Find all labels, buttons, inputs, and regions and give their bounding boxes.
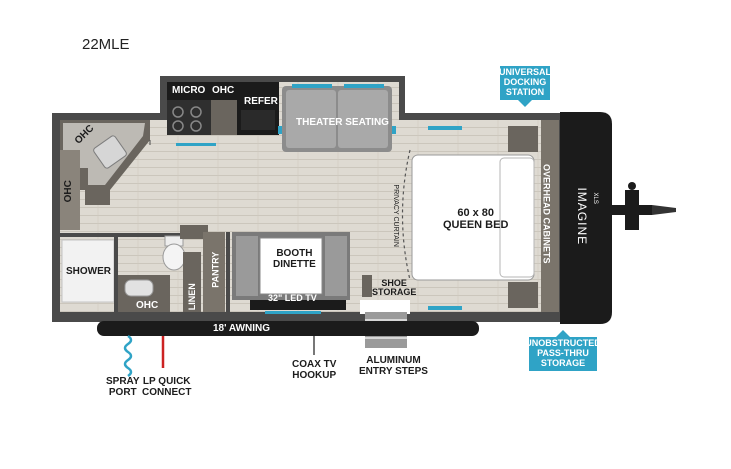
- rear-ohc-block: [60, 150, 80, 230]
- model-name: 22MLE: [82, 36, 130, 53]
- window: [176, 143, 216, 146]
- label-awning: 18' AWNING: [213, 323, 271, 334]
- label-refer: REFER: [244, 96, 278, 107]
- badge-unobstructed-pass-thru-storage: UNOBSTRUCTED PASS-THRU STORAGE: [525, 330, 601, 371]
- window: [428, 126, 462, 130]
- sink: [93, 135, 127, 169]
- label-coax-tv-hookup: COAX TV HOOKUP: [292, 359, 337, 381]
- awning: [97, 321, 479, 336]
- brand-logo: IMAGINE: [575, 187, 590, 246]
- ohc-kitchen-block: [211, 82, 237, 100]
- label-ohc-bath: OHC: [136, 300, 159, 311]
- label-aluminum-entry-steps: ALUMINUM ENTRY STEPS: [359, 355, 428, 377]
- label-theater-seating: THEATER SEATING: [296, 117, 389, 128]
- front-cap: [560, 112, 612, 324]
- label-ohc-side: OHC: [62, 180, 74, 203]
- label-micro: MICRO: [172, 85, 206, 96]
- nightstand-top: [508, 126, 538, 152]
- linen-cabinet: [183, 252, 201, 312]
- label-privacy-curtain: PRIVACY CURTAIN: [391, 184, 399, 247]
- shoe-storage: [362, 275, 372, 297]
- overhead-cabinet-strip: [541, 120, 559, 312]
- label-pantry: PANTRY: [210, 251, 221, 288]
- privacy-curtain: [401, 149, 411, 281]
- nightstand-bottom: [508, 282, 538, 308]
- hitch-icon: [612, 182, 676, 230]
- label-shoe-storage: SHOE STORAGE: [372, 278, 417, 298]
- label-linen: LINEN: [186, 283, 197, 311]
- label-overhead-cabinets: OVERHEAD CABINETS: [541, 163, 552, 264]
- toilet-icon: [162, 235, 186, 271]
- label-led-tv: 32" LED TV: [268, 293, 317, 303]
- stove: [167, 100, 211, 135]
- shower-stall: [61, 239, 115, 303]
- queen-bed: [411, 154, 535, 281]
- theater-seating: [278, 84, 396, 152]
- brand-sub: XLS: [591, 192, 598, 204]
- badge-universal-docking-station: UNIVERSAL DOCKING STATION: [499, 66, 551, 107]
- spray-port-hose: [123, 334, 133, 378]
- label-ohc-kitchen: OHC: [212, 85, 235, 96]
- window: [428, 306, 462, 310]
- label-spray-port: SPRAY PORT: [106, 376, 140, 398]
- label-shower: SHOWER: [66, 266, 111, 277]
- entry-door: [360, 300, 410, 314]
- booth-dinette: [232, 232, 350, 300]
- pantry-cabinet: [203, 232, 225, 312]
- microwave-block: [167, 82, 211, 100]
- led-tv: [250, 300, 346, 310]
- label-booth-dinette: BOOTH DINETTE: [273, 248, 316, 270]
- bath-wall: [60, 233, 210, 237]
- label-lp-quick-connect: LP QUICK CONNECT: [142, 376, 192, 398]
- label-queen-bed: 60 x 80 QUEEN BED: [443, 207, 509, 231]
